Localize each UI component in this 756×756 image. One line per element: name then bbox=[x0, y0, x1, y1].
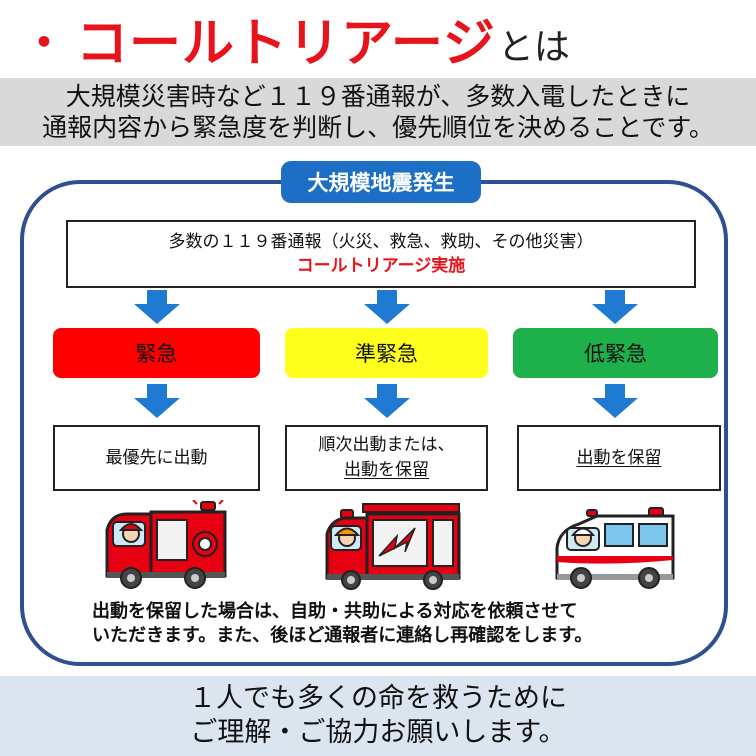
action-hold: 出動を保留 bbox=[517, 425, 721, 491]
page-title: ・ コールトリアージ とは bbox=[22, 8, 570, 74]
hold-note-line-2: いただきます。また、後ほど通報者に連絡し再確認をします。 bbox=[92, 625, 593, 646]
level-low-urgency: 低緊急 bbox=[513, 328, 718, 378]
footer-line-1: １人でも多くの命を救うために bbox=[189, 683, 567, 714]
hold-note-line-1: 出動を保留した場合は、自助・共助による対応を依頼させて bbox=[92, 601, 578, 622]
definition-line-2: 通報内容から緊急度を判断し、優先順位を決めることです。 bbox=[42, 113, 714, 142]
arrow-down-icon bbox=[592, 290, 638, 324]
hold-note: 出動を保留した場合は、自助・共助による対応を依頼させて いただきます。また、後ほ… bbox=[92, 600, 692, 648]
trigger-label: 大規模地震発生 bbox=[281, 161, 481, 203]
action-3-text: 出動を保留 bbox=[576, 447, 662, 468]
definition-line-1: 大規模災害時など１１９番通報が、多数入電したときに bbox=[65, 82, 691, 111]
arrow-down-icon bbox=[364, 384, 410, 418]
arrow-down-icon bbox=[134, 384, 180, 418]
arrow-down-icon bbox=[592, 384, 638, 418]
action-2-line-1: 順次出動または、 bbox=[318, 435, 455, 455]
call-box: 多数の１１９番通報（火災、救急、救助、その他災害） コールトリアージ実施 bbox=[66, 220, 696, 288]
action-1-text: 最優先に出動 bbox=[105, 447, 208, 468]
footer-band: １人でも多くの命を救うために ご理解・ご協力お願いします。 bbox=[0, 676, 756, 756]
action-dispatch-first: 最優先に出動 bbox=[53, 425, 260, 491]
level-urgent: 緊急 bbox=[53, 328, 260, 378]
title-main: コールトリアージ bbox=[76, 14, 496, 74]
title-suffix: とは bbox=[497, 27, 570, 68]
call-box-line-1: 多数の１１９番通報（火災、救急、救助、その他災害） bbox=[168, 232, 594, 252]
footer-line-2: ご理解・ご協力お願いします。 bbox=[190, 717, 566, 748]
arrow-down-icon bbox=[134, 290, 180, 324]
fire-pumper-icon bbox=[105, 500, 227, 589]
action-2-line-2: 出動を保留 bbox=[344, 460, 429, 480]
rescue-truck-icon bbox=[325, 503, 461, 590]
definition-band: 大規模災害時など１１９番通報が、多数入電したときに 通報内容から緊急度を判断し、… bbox=[0, 78, 756, 146]
call-box-line-2: コールトリアージ実施 bbox=[296, 256, 466, 276]
arrow-down-icon bbox=[364, 290, 410, 324]
level-semi-urgent: 準緊急 bbox=[285, 328, 488, 378]
title-bullet: ・ bbox=[22, 18, 66, 69]
ambulance-icon bbox=[555, 507, 675, 589]
action-sequential-or-hold: 順次出動または、 出動を保留 bbox=[285, 425, 488, 491]
